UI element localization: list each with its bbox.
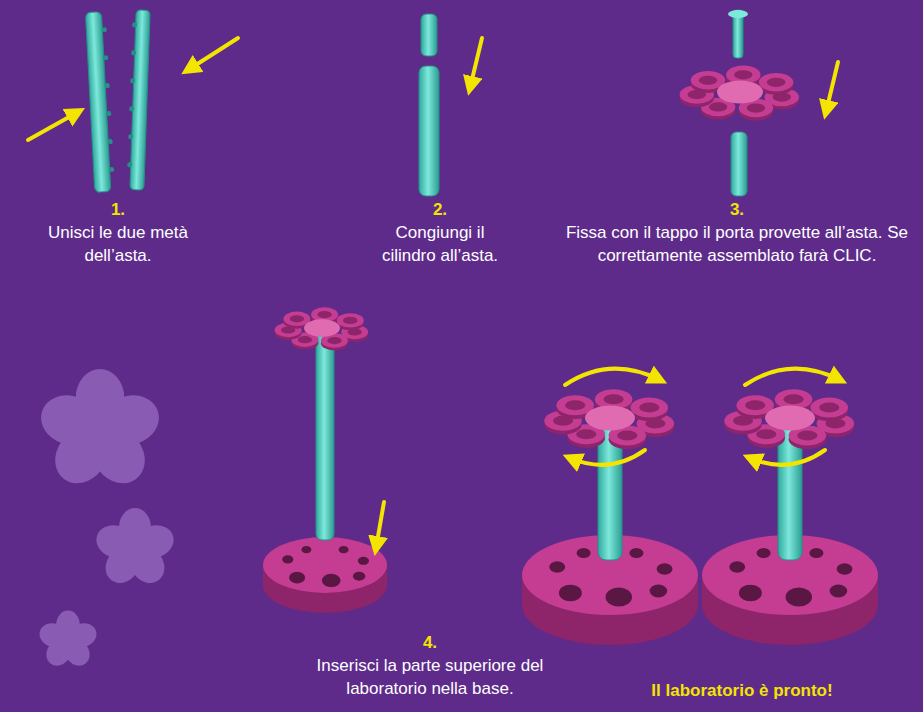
step-caption: Congiungi il cilindro all’asta. (370, 221, 510, 267)
step-number: 2. (400, 198, 480, 221)
parts (85, 10, 878, 645)
step-number: 1. (78, 198, 158, 221)
step-caption: Unisci le due metà dell’asta. (31, 221, 206, 267)
step-caption: Fissa con il tappo il porta provette all… (552, 221, 922, 267)
yellow-arrows (28, 38, 840, 548)
decorative-flowers (35, 369, 178, 671)
step-number: 3. (697, 198, 777, 221)
step-caption: Inserisci la parte superiore del laborat… (280, 654, 580, 700)
ready-caption: Il laboratorio è pronto! (582, 679, 902, 702)
step-number: 4. (390, 631, 470, 654)
